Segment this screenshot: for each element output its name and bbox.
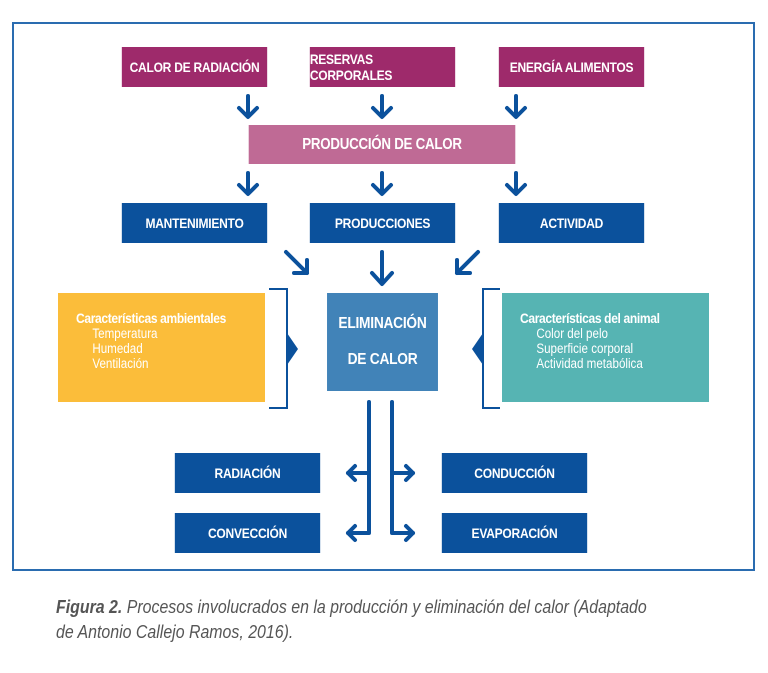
animal-item: Color del pelo — [536, 326, 608, 341]
source-box-energia-alimentos: ENERGÍA ALIMENTOS — [498, 47, 645, 87]
environment-item: Humedad — [92, 341, 143, 356]
source-box-reservas-corporales: RESERVAS CORPORALES — [309, 47, 456, 87]
elimination-label-line2: DE CALOR — [347, 351, 418, 368]
source-label: RESERVAS CORPORALES — [309, 51, 393, 83]
use-box-mantenimiento: MANTENIMIENTO — [121, 203, 268, 243]
elimination-label-line1: ELIMINACIÓN — [338, 315, 427, 332]
caption-text-line1: Procesos involucrados en la producción y… — [122, 596, 647, 617]
animal-item: Actividad metabólica — [536, 356, 643, 371]
use-box-actividad: ACTIVIDAD — [498, 203, 645, 243]
output-box-evaporacion: EVAPORACIÓN — [441, 513, 588, 553]
animal-panel: Características del animal Color del pel… — [502, 293, 709, 402]
production-box: PRODUCCIÓN DE CALOR — [248, 125, 516, 164]
use-label: MANTENIMIENTO — [145, 215, 244, 231]
diagram-frame — [12, 22, 755, 571]
output-label: RADIACIÓN — [214, 465, 281, 481]
caption-text-line2: de Antonio Callejo Ramos, 2016). — [56, 621, 294, 642]
environment-item: Ventilación — [92, 356, 149, 371]
output-box-conduccion: CONDUCCIÓN — [441, 453, 588, 493]
caption-label: Figura 2. — [56, 596, 123, 617]
elimination-box: ELIMINACIÓN DE CALOR — [327, 293, 438, 391]
output-label: EVAPORACIÓN — [471, 525, 558, 541]
use-label: PRODUCCIONES — [334, 215, 431, 231]
environment-panel: Características ambientales Temperatura … — [58, 293, 265, 402]
animal-item: Superficie corporal — [536, 341, 634, 356]
animal-panel-title: Características del animal — [520, 310, 660, 326]
output-label: CONDUCCIÓN — [474, 465, 555, 481]
source-label: ENERGÍA ALIMENTOS — [509, 59, 634, 75]
output-box-radiacion: RADIACIÓN — [174, 453, 321, 493]
use-box-producciones: PRODUCCIONES — [309, 203, 456, 243]
output-box-conveccion: CONVECCIÓN — [174, 513, 321, 553]
production-label: PRODUCCIÓN DE CALOR — [302, 135, 462, 153]
figure-caption: Figura 2. Procesos involucrados en la pr… — [56, 594, 649, 644]
environment-item: Temperatura — [92, 326, 158, 341]
use-label: ACTIVIDAD — [539, 215, 604, 231]
source-box-calor-radiacion: CALOR DE RADIACIÓN — [121, 47, 268, 87]
source-label: CALOR DE RADIACIÓN — [129, 59, 260, 75]
output-label: CONVECCIÓN — [207, 525, 288, 541]
environment-panel-title: Características ambientales — [76, 310, 227, 326]
